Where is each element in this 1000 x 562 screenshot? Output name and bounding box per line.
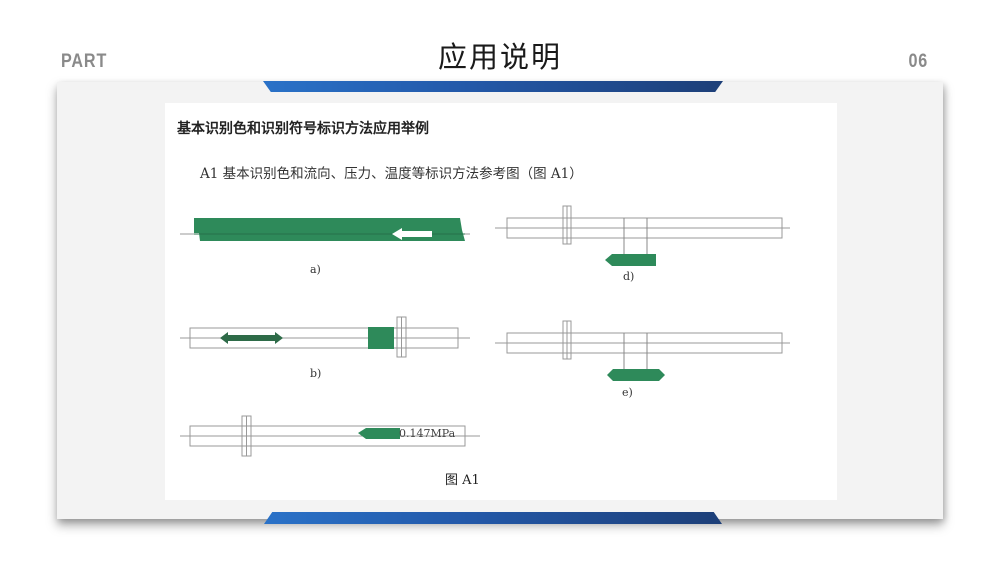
figure-d-diagram bbox=[495, 205, 790, 266]
bottom-accent-bar bbox=[264, 512, 722, 524]
bidirectional-arrow-icon bbox=[220, 332, 283, 344]
figure-caption: 图 A1 bbox=[445, 473, 480, 488]
flow-arrow-icon bbox=[392, 228, 432, 240]
part-number: 06 bbox=[908, 51, 928, 72]
part-label: PART bbox=[61, 51, 108, 72]
figure-a-caption: a) bbox=[310, 263, 321, 276]
figure-c-diagram: 0.147MPa bbox=[180, 415, 480, 457]
top-accent-bar bbox=[263, 81, 723, 92]
figure-e-diagram bbox=[495, 320, 790, 381]
temperature-tag-icon bbox=[605, 254, 656, 266]
figure-d-caption: d) bbox=[623, 270, 635, 283]
pressure-value: 0.147MPa bbox=[399, 427, 456, 440]
figure-b-diagram bbox=[180, 316, 470, 358]
document-subheading: A1 基本识别色和流向、压力、温度等标识方法参考图（图 A1） bbox=[200, 166, 583, 182]
document-heading: 基本识别色和识别符号标识方法应用举例 bbox=[177, 121, 429, 137]
figure-a-diagram bbox=[180, 218, 470, 241]
figure-e-caption: e) bbox=[622, 386, 633, 399]
figure-b-caption: b) bbox=[310, 367, 322, 380]
page-title: 应用说明 bbox=[437, 40, 562, 74]
pressure-tag-icon bbox=[358, 428, 400, 439]
double-point-tag-icon bbox=[607, 369, 665, 381]
color-band bbox=[368, 327, 394, 349]
document-image: 基本识别色和识别符号标识方法应用举例 A1 基本识别色和流向、压力、温度等标识方… bbox=[165, 103, 837, 500]
